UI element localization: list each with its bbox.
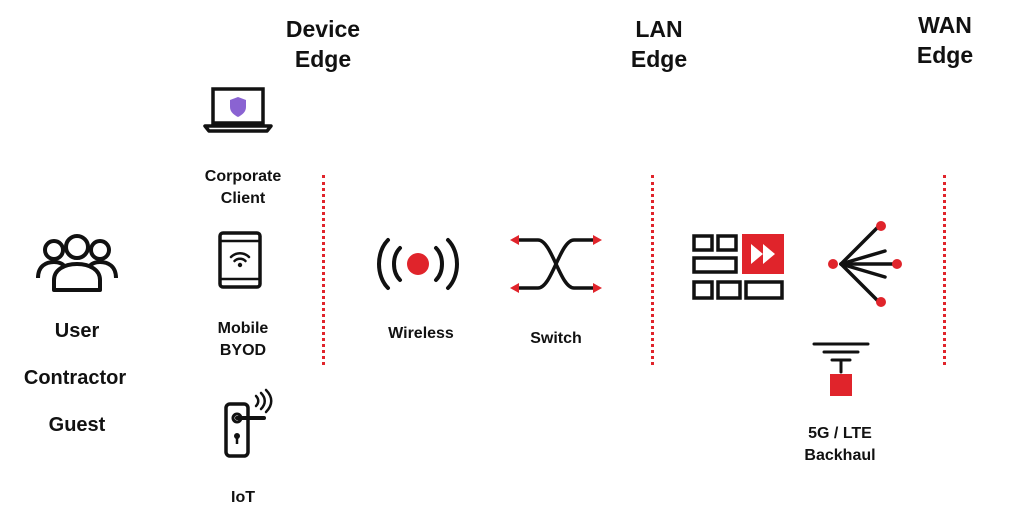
device-edge-header-line2: Edge: [294, 46, 352, 72]
switch-label: Switch: [530, 330, 582, 347]
wireless-label: Wireless: [388, 325, 454, 342]
corporate-client-label-line2: Client: [220, 190, 266, 207]
lan-edge-header: LAN Edge: [599, 14, 719, 74]
wan-edge-header: WAN Edge: [885, 10, 1005, 70]
door-lock-icon: [224, 388, 273, 458]
mobile-byod-label: Mobile BYOD: [183, 318, 303, 362]
iot-label: IoT: [231, 489, 255, 506]
backhaul-label-line2: Backhaul: [804, 447, 876, 464]
lan-edge-divider: [651, 175, 654, 365]
firewall-icon: [692, 234, 784, 300]
tablet-wifi-icon: [218, 231, 262, 289]
cellular-antenna-icon: [812, 342, 870, 396]
contractor-label: Contractor: [23, 367, 127, 389]
lan-edge-header-line2: Edge: [630, 46, 688, 72]
corporate-client-label-line1: Corporate: [204, 168, 282, 185]
device-edge-header: Device Edge: [263, 14, 383, 74]
corporate-client-label: Corporate Client: [183, 166, 303, 210]
lan-edge-header-line1: LAN: [635, 16, 683, 42]
router-icon: [828, 221, 902, 307]
user-label: User: [54, 320, 100, 342]
device-edge-divider: [322, 175, 325, 365]
device-edge-header-line1: Device: [285, 16, 361, 42]
switch-icon: [510, 235, 602, 293]
mobile-byod-label-line2: BYOD: [219, 342, 267, 359]
backhaul-label-line1: 5G / LTE: [808, 425, 872, 442]
wan-edge-header-line2: Edge: [916, 42, 974, 68]
laptop-shield-icon: [203, 87, 273, 133]
mobile-byod-label-line1: Mobile: [217, 320, 269, 337]
wan-edge-header-line1: WAN: [918, 12, 972, 38]
user-group-icon: [36, 234, 118, 292]
backhaul-label: 5G / LTE Backhaul: [780, 423, 900, 467]
guest-label: Guest: [48, 414, 106, 436]
wireless-ap-icon: [377, 238, 459, 290]
wan-edge-divider: [943, 175, 946, 365]
